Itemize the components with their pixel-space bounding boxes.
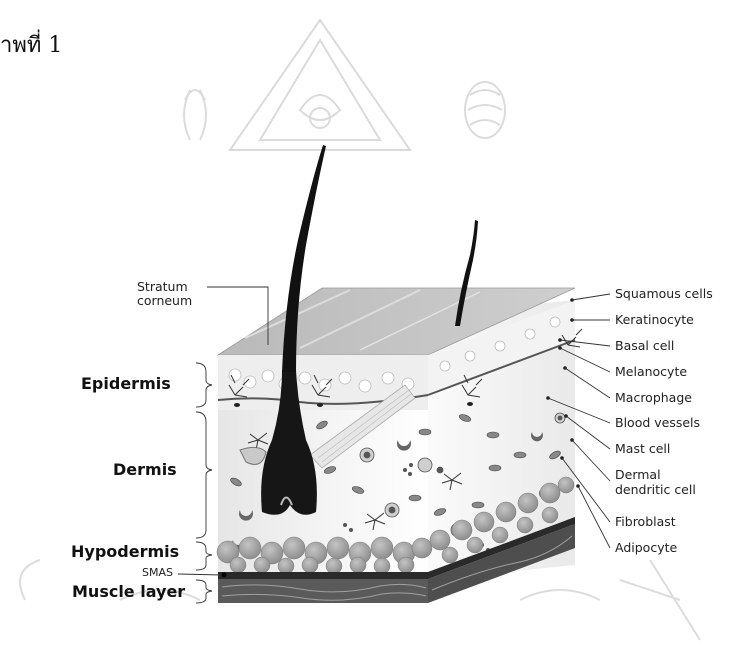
smas-band xyxy=(218,572,428,579)
epidermis-label: Epidermis xyxy=(81,374,171,393)
dermis-label: Dermis xyxy=(113,460,177,479)
epidermis-bracket xyxy=(196,363,212,407)
figure-caption: าพที่ 1 xyxy=(0,29,62,58)
keratinocyte-label: Keratinocyte xyxy=(615,312,694,327)
smas-marker-dot xyxy=(222,573,227,578)
smas-leader xyxy=(178,574,222,575)
squamous-cells-label: Squamous cells xyxy=(615,286,713,301)
dermis-bracket xyxy=(196,412,212,538)
melanocyte-label: Melanocyte xyxy=(615,364,687,379)
basal-cell-label: Basal cell xyxy=(615,338,674,353)
dermal-dendritic-cell-label-line1: Dermal xyxy=(615,467,661,482)
blood-vessels-label: Blood vessels xyxy=(615,415,700,430)
fibroblast-label: Fibroblast xyxy=(615,514,676,529)
mast-cell-label: Mast cell xyxy=(615,441,670,456)
macrophage-label: Macrophage xyxy=(615,390,692,405)
hypodermis-label: Hypodermis xyxy=(71,542,179,561)
smas-label: SMAS xyxy=(142,566,173,579)
stratum-corneum-label-line1: Stratum xyxy=(137,279,188,294)
dermal-dendritic-cell-label-line2: dendritic cell xyxy=(615,482,696,497)
muscle-layer-label: Muscle layer xyxy=(72,582,185,601)
adipocyte-label: Adipocyte xyxy=(615,540,677,555)
stratum-corneum-label-line2: corneum xyxy=(137,293,192,308)
muscle-layer-band xyxy=(218,579,428,603)
hypodermis-bracket xyxy=(196,542,212,570)
